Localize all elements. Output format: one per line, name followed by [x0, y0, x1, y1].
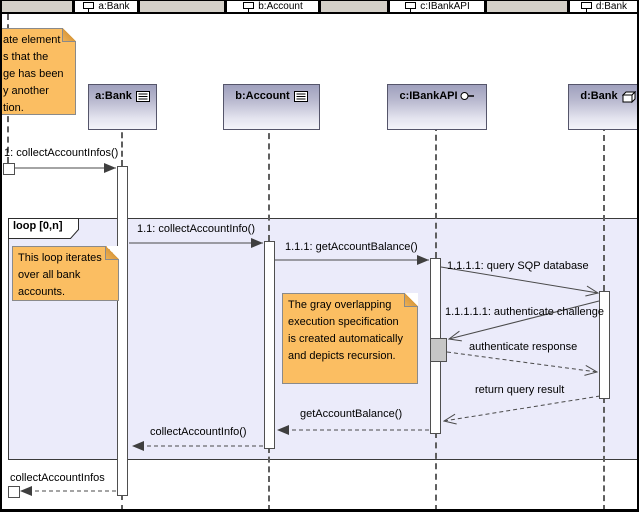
header-item-label: b:Account — [258, 1, 303, 12]
lifeline-b-account[interactable] — [268, 447, 270, 511]
note-loop[interactable]: This loop iterates over all bank account… — [12, 246, 119, 301]
message-label[interactable]: 1.1.1: getAccountBalance() — [285, 241, 418, 253]
header-item-c-ibankapi[interactable]: c:IBankAPI — [390, 1, 484, 12]
lifeline-name: b:Account — [235, 90, 290, 102]
message-label[interactable]: return query result — [475, 384, 565, 396]
lifeline-head-a-bank[interactable]: a:Bank — [88, 84, 157, 130]
lifeline-flag-icon — [243, 1, 255, 12]
header-segment-spacer — [487, 1, 567, 12]
lifeline-d-bank[interactable] — [603, 125, 605, 291]
lifeline-header-bar: a:Bank b:Account c:IBankAPI d:Bank — [0, 0, 639, 14]
header-item-label: a:Bank — [98, 1, 130, 12]
message-label[interactable]: collectAccountInfo() — [150, 426, 247, 438]
note-dog-ear — [62, 28, 76, 42]
header-item-label: c:IBankAPI — [420, 1, 470, 12]
lifeline-c-ibankapi[interactable] — [435, 432, 437, 511]
frame-bottom — [0, 509, 639, 512]
class-icon — [293, 91, 308, 102]
message-label[interactable]: 1.1.1.1: query SQP database — [447, 260, 589, 272]
lifeline-a-bank[interactable] — [121, 494, 123, 511]
header-segment-spacer — [140, 1, 224, 12]
message-label[interactable]: getAccountBalance() — [300, 408, 403, 420]
activation-d-bank[interactable] — [599, 291, 610, 399]
message-label[interactable]: authenticate response — [469, 341, 578, 353]
frame-left — [0, 0, 2, 512]
frame-right — [637, 0, 639, 512]
lifeline-head-c-ibankapi[interactable]: c:IBankAPI — [387, 84, 487, 130]
activation-recursion-overlap[interactable] — [430, 338, 447, 362]
note-dog-ear — [105, 246, 119, 260]
lifeline-b-account[interactable] — [268, 123, 270, 241]
lifeline-d-bank[interactable] — [603, 397, 605, 511]
message-label[interactable]: collectAccountInfos — [10, 472, 105, 484]
header-segment-spacer — [2, 1, 72, 12]
lifeline-name: a:Bank — [95, 90, 132, 102]
message-label[interactable]: 1.1.1.1.1: authenticate challenge — [445, 306, 605, 318]
header-item-label: d:Bank — [595, 1, 628, 12]
header-segment-spacer — [321, 1, 387, 12]
header-item-b-account[interactable]: b:Account — [227, 1, 318, 12]
class-icon — [135, 91, 150, 102]
lifeline-name: c:IBankAPI — [399, 90, 458, 102]
message-label[interactable]: 1.1: collectAccountInfo() — [137, 223, 256, 235]
lifeline-c-ibankapi[interactable] — [435, 125, 437, 258]
header-item-a-bank[interactable]: a:Bank — [75, 1, 137, 12]
note-recursion[interactable]: The gray overlapping execution specifica… — [282, 293, 418, 384]
lifeline-head-d-bank[interactable]: d:Bank — [568, 84, 639, 130]
found-message-square[interactable] — [8, 486, 20, 498]
note-text: This loop iterates over all bank account… — [18, 252, 102, 298]
loop-operator-pentagon[interactable] — [8, 218, 79, 239]
activation-b-account[interactable] — [264, 241, 275, 449]
loop-operator-label[interactable]: loop [0,n] — [13, 220, 63, 232]
lifeline-flag-icon — [405, 1, 417, 12]
note-text: ate element s that the ge has been y ano… — [3, 34, 64, 114]
lifeline-flag-icon — [580, 1, 592, 12]
object-icon — [621, 91, 636, 103]
interface-icon — [460, 92, 474, 100]
lifeline-flag-icon — [83, 1, 95, 12]
note-dog-ear — [404, 293, 418, 307]
activation-a-bank[interactable] — [117, 166, 128, 496]
found-message-square[interactable] — [3, 163, 15, 175]
note-clipped-left[interactable]: ate element s that the ge has been y ano… — [0, 28, 76, 115]
header-item-d-bank[interactable]: d:Bank — [570, 1, 637, 12]
note-text: The gray overlapping execution specifica… — [288, 299, 403, 362]
message-label[interactable]: 1: collectAccountInfos() — [4, 147, 119, 159]
lifeline-a-bank[interactable] — [121, 123, 123, 166]
lifeline-name: d:Bank — [580, 90, 618, 102]
lifeline-head-b-account[interactable]: b:Account — [223, 84, 320, 130]
